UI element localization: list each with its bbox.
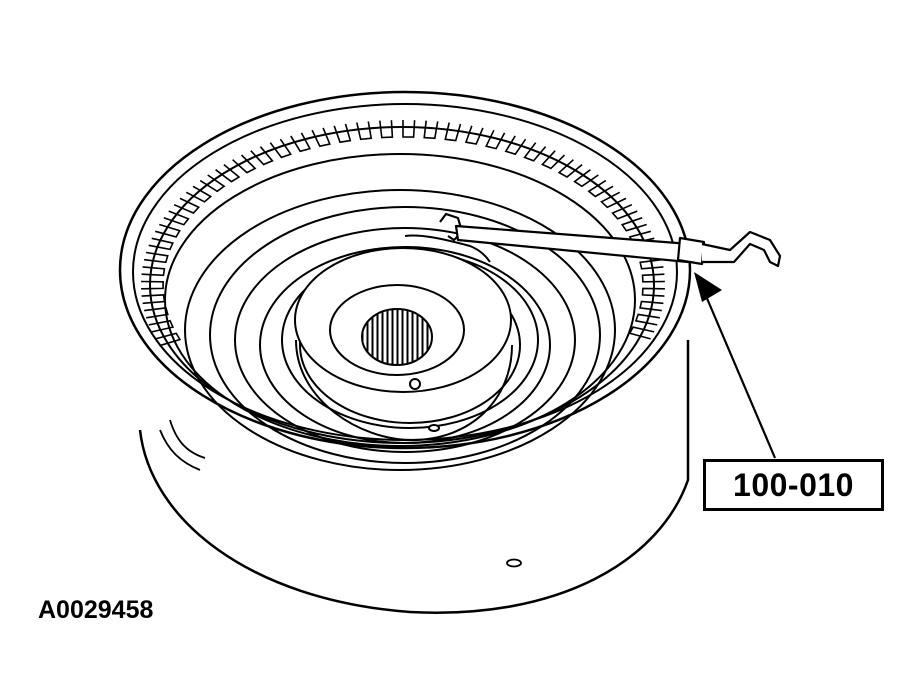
spline-tooth [628,326,655,340]
spline-tooth [333,123,352,144]
tool-number-label: 100-010 [733,466,854,503]
spline-tooth [141,294,166,305]
spline-tooth [144,307,169,319]
spline-tooth [144,251,169,264]
drum-side-features [159,419,522,568]
spline-tooth [444,122,462,142]
spline-tooth [356,121,373,141]
spline-tooth [141,266,166,277]
callout-leader [694,272,777,459]
spline-tooth [402,120,416,138]
figure-id-label: A0029458 [38,596,154,624]
spline-tooth [269,138,292,159]
spline-tooth [199,174,226,193]
spline-tooth [185,185,213,203]
spline-tooth [423,120,439,140]
snap-ring-lip [404,234,491,263]
spline-tooth [557,159,583,178]
hub-lower-hole [428,424,440,432]
spline-tooth [232,154,257,174]
spline-tooth [639,258,664,270]
spline-tooth [141,280,164,290]
pick-tool [439,212,782,268]
spline-tooth [148,237,174,251]
spline-tooth [485,129,506,150]
spline-tooth [155,332,182,347]
spline-tooth [611,203,638,220]
spline-tooth [250,146,274,166]
spline-tooth [154,223,181,238]
spline-tooth [523,142,547,162]
spline-tooth [620,216,647,232]
tool-callout-box: 100-010 [703,459,884,511]
spline-tooth [600,191,627,209]
spline-tooth [290,132,312,153]
spline-tooth [311,127,331,148]
spline-tooth [504,135,527,156]
drum-spline-teeth [141,120,665,347]
hub-hole [409,378,421,390]
splined-hub [294,247,513,442]
spline-tooth [641,287,665,297]
spline-tooth [573,169,599,188]
spline-tooth [148,319,175,333]
drum-bleed-hole [506,558,522,568]
spline-tooth [634,313,660,326]
spline-tooth [379,120,394,139]
spline-tooth [541,150,566,170]
spline-tooth [587,179,614,198]
spline-tooth [639,300,664,312]
spline-tooth [215,163,241,183]
spline-tooth [641,273,665,283]
spline-tooth [163,210,190,226]
spline-tooth [173,197,201,214]
spline-tooth [464,125,484,145]
